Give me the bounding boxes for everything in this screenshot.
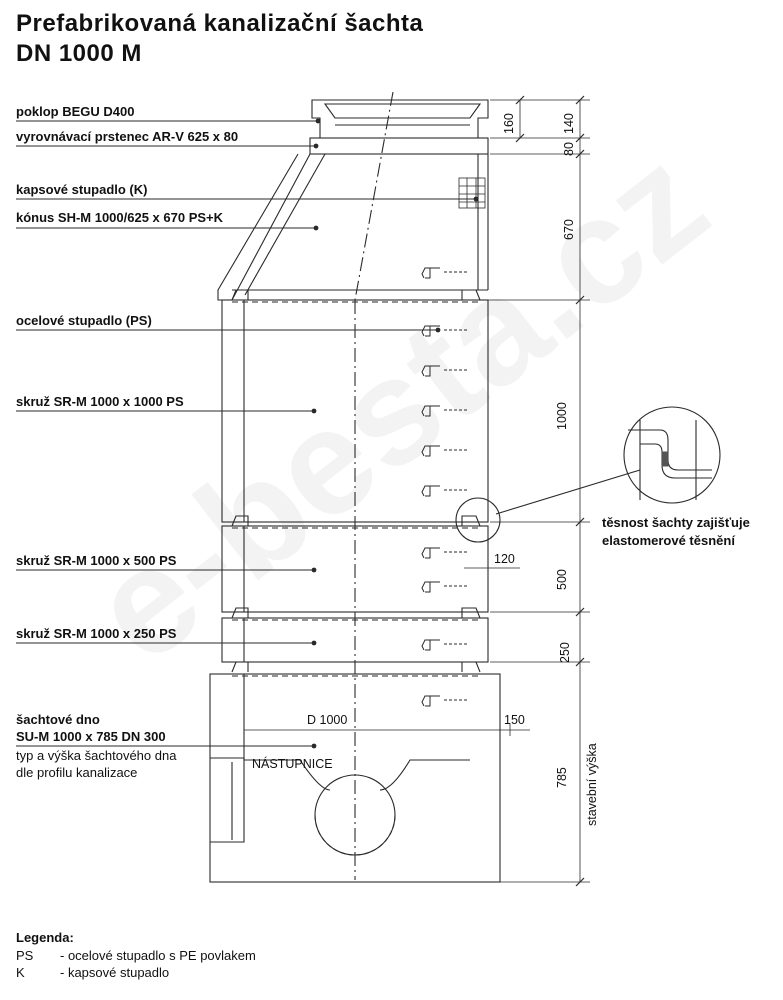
legend-row-ps: PS - ocelové stupadlo s PE povlakem [16, 948, 256, 963]
dimension-ticks [515, 95, 585, 887]
steel-steps [421, 267, 468, 707]
dimension-lines [244, 99, 590, 883]
detail-leader [495, 469, 641, 515]
pocket-step-shape [458, 177, 486, 209]
label-prstenec: vyrovnávací prstenec AR-V 625 x 80 [16, 129, 239, 144]
label-skruz-500: skruž SR-M 1000 x 500 PS [16, 553, 177, 568]
label-ocelove-stupadlo: ocelové stupadlo (PS) [16, 313, 152, 328]
ring-500-shape [221, 515, 489, 613]
label-nastupnice: NÁSTUPNICE [252, 757, 333, 771]
ring-shape [309, 137, 489, 155]
label-dno-note-1: typ a výška šachtového dna [16, 748, 177, 763]
label-dno-type: SU-M 1000 x 785 DN 300 [16, 729, 166, 744]
label-dno: šachtové dno [16, 712, 100, 727]
cone-shape [217, 153, 489, 301]
page-title: Prefabrikovaná kanalizační šachta [16, 10, 424, 37]
detail-note-1: těsnost šachty zajišťuje [602, 515, 750, 530]
detail-enlarged [623, 406, 721, 504]
base-shape [209, 661, 501, 883]
dim-150: 150 [504, 713, 525, 727]
ring-250-shape [221, 607, 489, 663]
legend-key: K [16, 965, 25, 980]
label-konus: kónus SH-M 1000/625 x 670 PS+K [16, 210, 224, 225]
dim-250: 250 [558, 642, 572, 663]
dim-stavebni-vyska: stavební výška [585, 743, 599, 826]
legend-text: - kapsové stupadlo [60, 965, 170, 980]
dim-1000: 1000 [555, 402, 569, 430]
legend-heading: Legenda: [16, 930, 74, 945]
detail-note-2: elastomerové těsnění [602, 533, 735, 548]
leader-lines [16, 120, 476, 747]
dim-120: 120 [494, 552, 515, 566]
dim-160: 160 [502, 113, 516, 134]
dim-500: 500 [555, 569, 569, 590]
detail-marker [455, 497, 501, 543]
dim-785: 785 [555, 767, 569, 788]
legend-key: PS [16, 948, 34, 963]
dim-670: 670 [562, 219, 576, 240]
legend-text: - ocelové stupadlo s PE povlakem [60, 948, 256, 963]
label-dno-note-2: dle profilu kanalizace [16, 765, 138, 780]
label-skruz-1000: skruž SR-M 1000 x 1000 PS [16, 394, 184, 409]
centerline [354, 91, 394, 301]
dim-140: 140 [562, 113, 576, 134]
legend-row-k: K - kapsové stupadlo [16, 965, 169, 980]
leader-dots [311, 118, 479, 749]
dim-80: 80 [562, 142, 576, 156]
cover-shape [311, 99, 489, 139]
label-poklop: poklop BEGU D400 [16, 104, 135, 119]
page-subtitle: DN 1000 M [16, 40, 142, 67]
label-kapsove-stupadlo: kapsové stupadlo (K) [16, 182, 148, 197]
label-skruz-250: skruž SR-M 1000 x 250 PS [16, 626, 177, 641]
dim-diameter: D 1000 [307, 713, 348, 727]
